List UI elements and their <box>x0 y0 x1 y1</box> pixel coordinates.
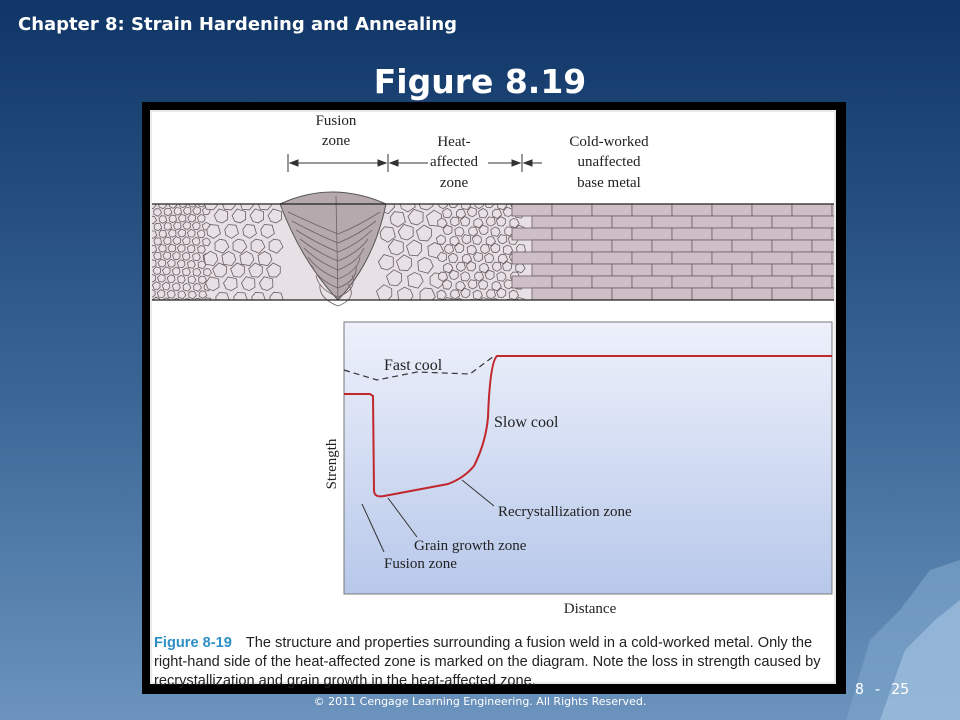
graph-area <box>343 321 833 595</box>
page-number: 8 - 25 <box>855 680 910 698</box>
chapter-title: Chapter 8: Strain Hardening and Annealin… <box>18 14 458 35</box>
slow-cool-label: Slow cool <box>494 414 559 431</box>
base-metal-label: Cold-worked <box>569 134 649 150</box>
x-axis-label: Distance <box>564 601 617 617</box>
figure-panel: Fusion zone Heat- affected zone Cold-wor… <box>150 110 836 689</box>
fusion-zone-graph-label: Fusion zone <box>384 556 457 572</box>
fusion-zone-label: Fusion <box>316 113 357 129</box>
metal-strip <box>152 191 834 307</box>
figure-frame: Fusion zone Heat- affected zone Cold-wor… <box>142 102 846 694</box>
haz-label: Heat- <box>437 134 470 150</box>
copyright-notice: © 2011 Cengage Learning Engineering. All… <box>313 695 647 708</box>
fast-cool-label: Fast cool <box>384 357 443 374</box>
haz-label-2: affected <box>430 154 479 170</box>
recrystallization-zone-label: Recrystallization zone <box>498 504 632 520</box>
weld-bead <box>279 191 387 301</box>
fast-cool-curve <box>343 355 495 381</box>
caption-figure-number: Figure 8-19 <box>154 635 232 651</box>
slow-cool-curve <box>344 355 832 498</box>
dimension-markers <box>287 154 542 172</box>
caption-text: The structure and properties surrounding… <box>154 635 821 689</box>
grain-growth-zone-label: Grain growth zone <box>414 538 527 554</box>
y-axis-label: Strength <box>324 438 340 489</box>
figure-title: Figure 8.19 <box>373 62 587 101</box>
base-metal-label-2: unaffected <box>577 154 641 170</box>
base-metal-label-3: base metal <box>577 175 641 191</box>
fusion-zone-label-2: zone <box>322 133 351 149</box>
haz-label-3: zone <box>440 175 469 191</box>
weld-diagram: Fusion zone Heat- affected zone Cold-wor… <box>152 113 834 617</box>
